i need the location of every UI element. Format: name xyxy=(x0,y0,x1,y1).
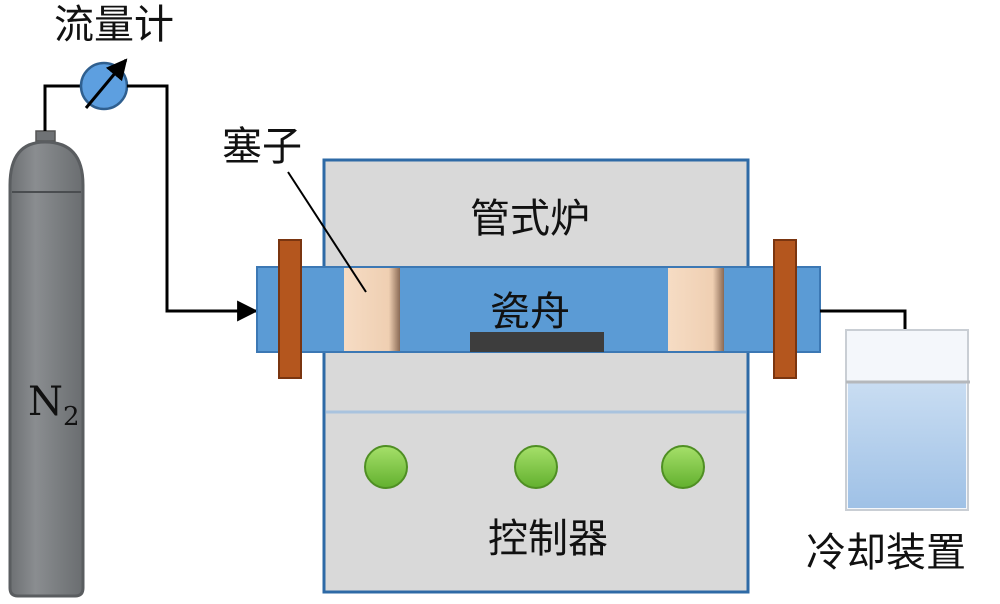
tube-furnace-body xyxy=(322,158,750,594)
flowmeter-icon xyxy=(79,58,129,111)
cooling-device-label: 冷却装置 xyxy=(806,530,966,576)
stopper-pointer xyxy=(287,171,367,293)
control-button-1[interactable] xyxy=(364,445,408,489)
left-stopper xyxy=(344,268,400,351)
controller-label: 控制器 xyxy=(488,516,608,562)
right-flange xyxy=(773,239,797,379)
control-button-2[interactable] xyxy=(514,445,558,489)
gas-line-to-flowmeter xyxy=(43,84,82,131)
control-button-3[interactable] xyxy=(661,445,705,489)
left-flange xyxy=(278,239,302,379)
stopper-label: 塞子 xyxy=(222,124,302,170)
gas-line-to-tube xyxy=(127,84,259,322)
tube-furnace-label: 管式炉 xyxy=(470,196,590,242)
right-stopper xyxy=(668,268,724,351)
nitrogen-cylinder: N2 xyxy=(8,130,85,598)
cylinder-label: N2 xyxy=(28,379,80,432)
cooling-beaker xyxy=(845,329,970,511)
flowmeter-label: 流量计 xyxy=(54,2,174,48)
porcelain-boat-label: 瓷舟 xyxy=(490,289,570,335)
porcelain-boat xyxy=(470,332,604,352)
